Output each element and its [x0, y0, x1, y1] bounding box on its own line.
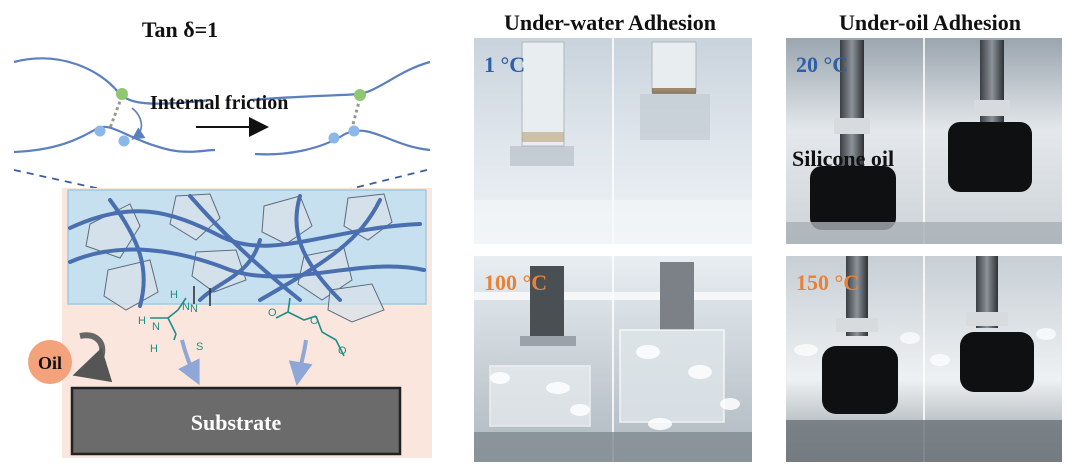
temp-water-cold: 1 °C	[484, 52, 525, 77]
node-blue-right-1	[328, 132, 340, 144]
temp-water-hot: 100 °C	[484, 270, 547, 295]
atom-o-1: O	[268, 307, 277, 319]
substrate-block	[70, 386, 402, 456]
atom-o-3: O	[338, 345, 347, 357]
photo-oil-cold: 20 °C Silicone oil	[786, 38, 1062, 244]
oil-repel-arrow	[72, 332, 113, 383]
internal-friction-label: Internal friction	[150, 92, 288, 114]
chain-lower-right	[254, 129, 431, 156]
silicone-oil-label: Silicone oil	[792, 146, 894, 171]
crosslink-bond-right	[350, 97, 362, 129]
node-green-left	[116, 88, 128, 100]
atom-n-1: N	[182, 301, 190, 313]
chemistry-atom-labels: H N H N H N S O O O	[138, 289, 347, 357]
adhesion-arrow-right	[288, 339, 313, 386]
flake-8	[327, 283, 385, 323]
temp-oil-hot: 150 °C	[796, 270, 859, 295]
adhesion-arrow-left	[178, 339, 200, 386]
temp-oil-cold: 20 °C	[796, 52, 848, 77]
node-blue-left-2	[118, 135, 130, 147]
network-chains	[68, 194, 426, 308]
photo-water-hot: 100 °C	[474, 256, 752, 462]
atom-n-2: N	[152, 321, 160, 333]
schematic-panel: Tan δ=1 Internal friction	[13, 17, 432, 458]
node-blue-right-2	[348, 125, 360, 137]
chemistry-structures	[150, 286, 345, 357]
friction-curl-arrow	[131, 107, 146, 140]
chain-lower-left	[13, 125, 216, 154]
flake-1	[85, 203, 141, 259]
atom-h-1: H	[170, 289, 178, 301]
tan-delta-label: Tan δ=1	[142, 17, 218, 42]
crosslink-bond-left	[108, 95, 124, 129]
atom-o-2: O	[310, 315, 319, 327]
node-green-right	[354, 89, 366, 101]
photo-oil-hot: 150 °C	[786, 256, 1062, 462]
oil-badge	[28, 340, 72, 384]
atom-h-3: H	[150, 343, 158, 355]
substrate-label: Substrate	[191, 410, 282, 435]
node-blue-left-1	[94, 125, 106, 137]
atom-h-2: H	[138, 315, 146, 327]
under-water-title: Under-water Adhesion	[504, 10, 716, 35]
under-oil-title: Under-oil Adhesion	[839, 10, 1021, 35]
atom-s: S	[196, 341, 203, 353]
photo-water-cold: 1 °C	[474, 38, 752, 244]
oil-label: Oil	[38, 353, 62, 373]
atom-n-3: N	[190, 303, 198, 315]
